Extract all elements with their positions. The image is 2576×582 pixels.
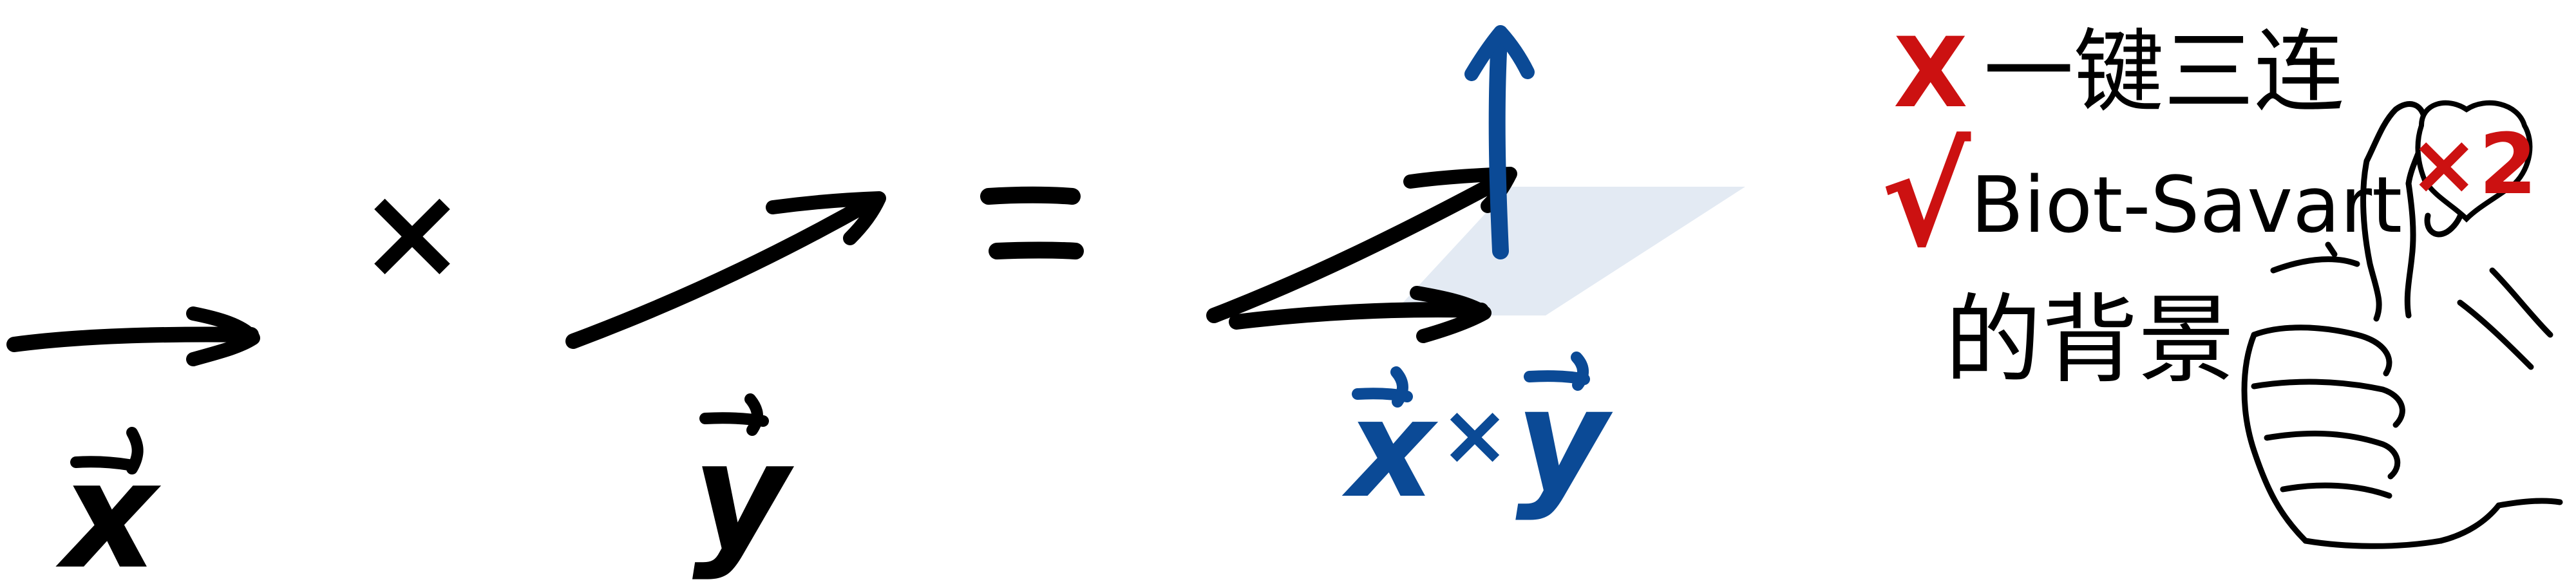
vector-y-overarrow [699, 393, 769, 436]
cross-result-overarrows [1352, 352, 1590, 408]
annotation-line-3: 的背景 [1945, 285, 2235, 397]
annotation-line-1: 一键三连 [1984, 20, 2344, 125]
vector-y-arrow [565, 191, 886, 349]
thumbs-up-icon [2241, 101, 2563, 549]
result-vector-x [1229, 286, 1492, 343]
times-sign: × [358, 158, 466, 308]
equals-sign [980, 186, 1084, 259]
cross-result-label-times: × [1440, 386, 1510, 483]
vector-x-overarrow [70, 427, 144, 474]
like-badge-count: ×2 [2409, 115, 2537, 213]
cross-result-label-y: y [1515, 358, 1613, 523]
like-badge: ×2 [2409, 100, 2537, 223]
right-mark: √ [1880, 119, 1971, 277]
xy-plane [1391, 187, 1745, 315]
cross-product-vector [1464, 25, 1535, 259]
vector-x-label: x [55, 430, 162, 582]
wrong-mark: X [1893, 17, 1968, 129]
vector-x-arrow [6, 306, 260, 366]
cross-result-label-x: x [1341, 370, 1438, 528]
vector-y-label: y [692, 411, 795, 582]
annotation-line-2: Biot-Savart [1971, 161, 2402, 250]
